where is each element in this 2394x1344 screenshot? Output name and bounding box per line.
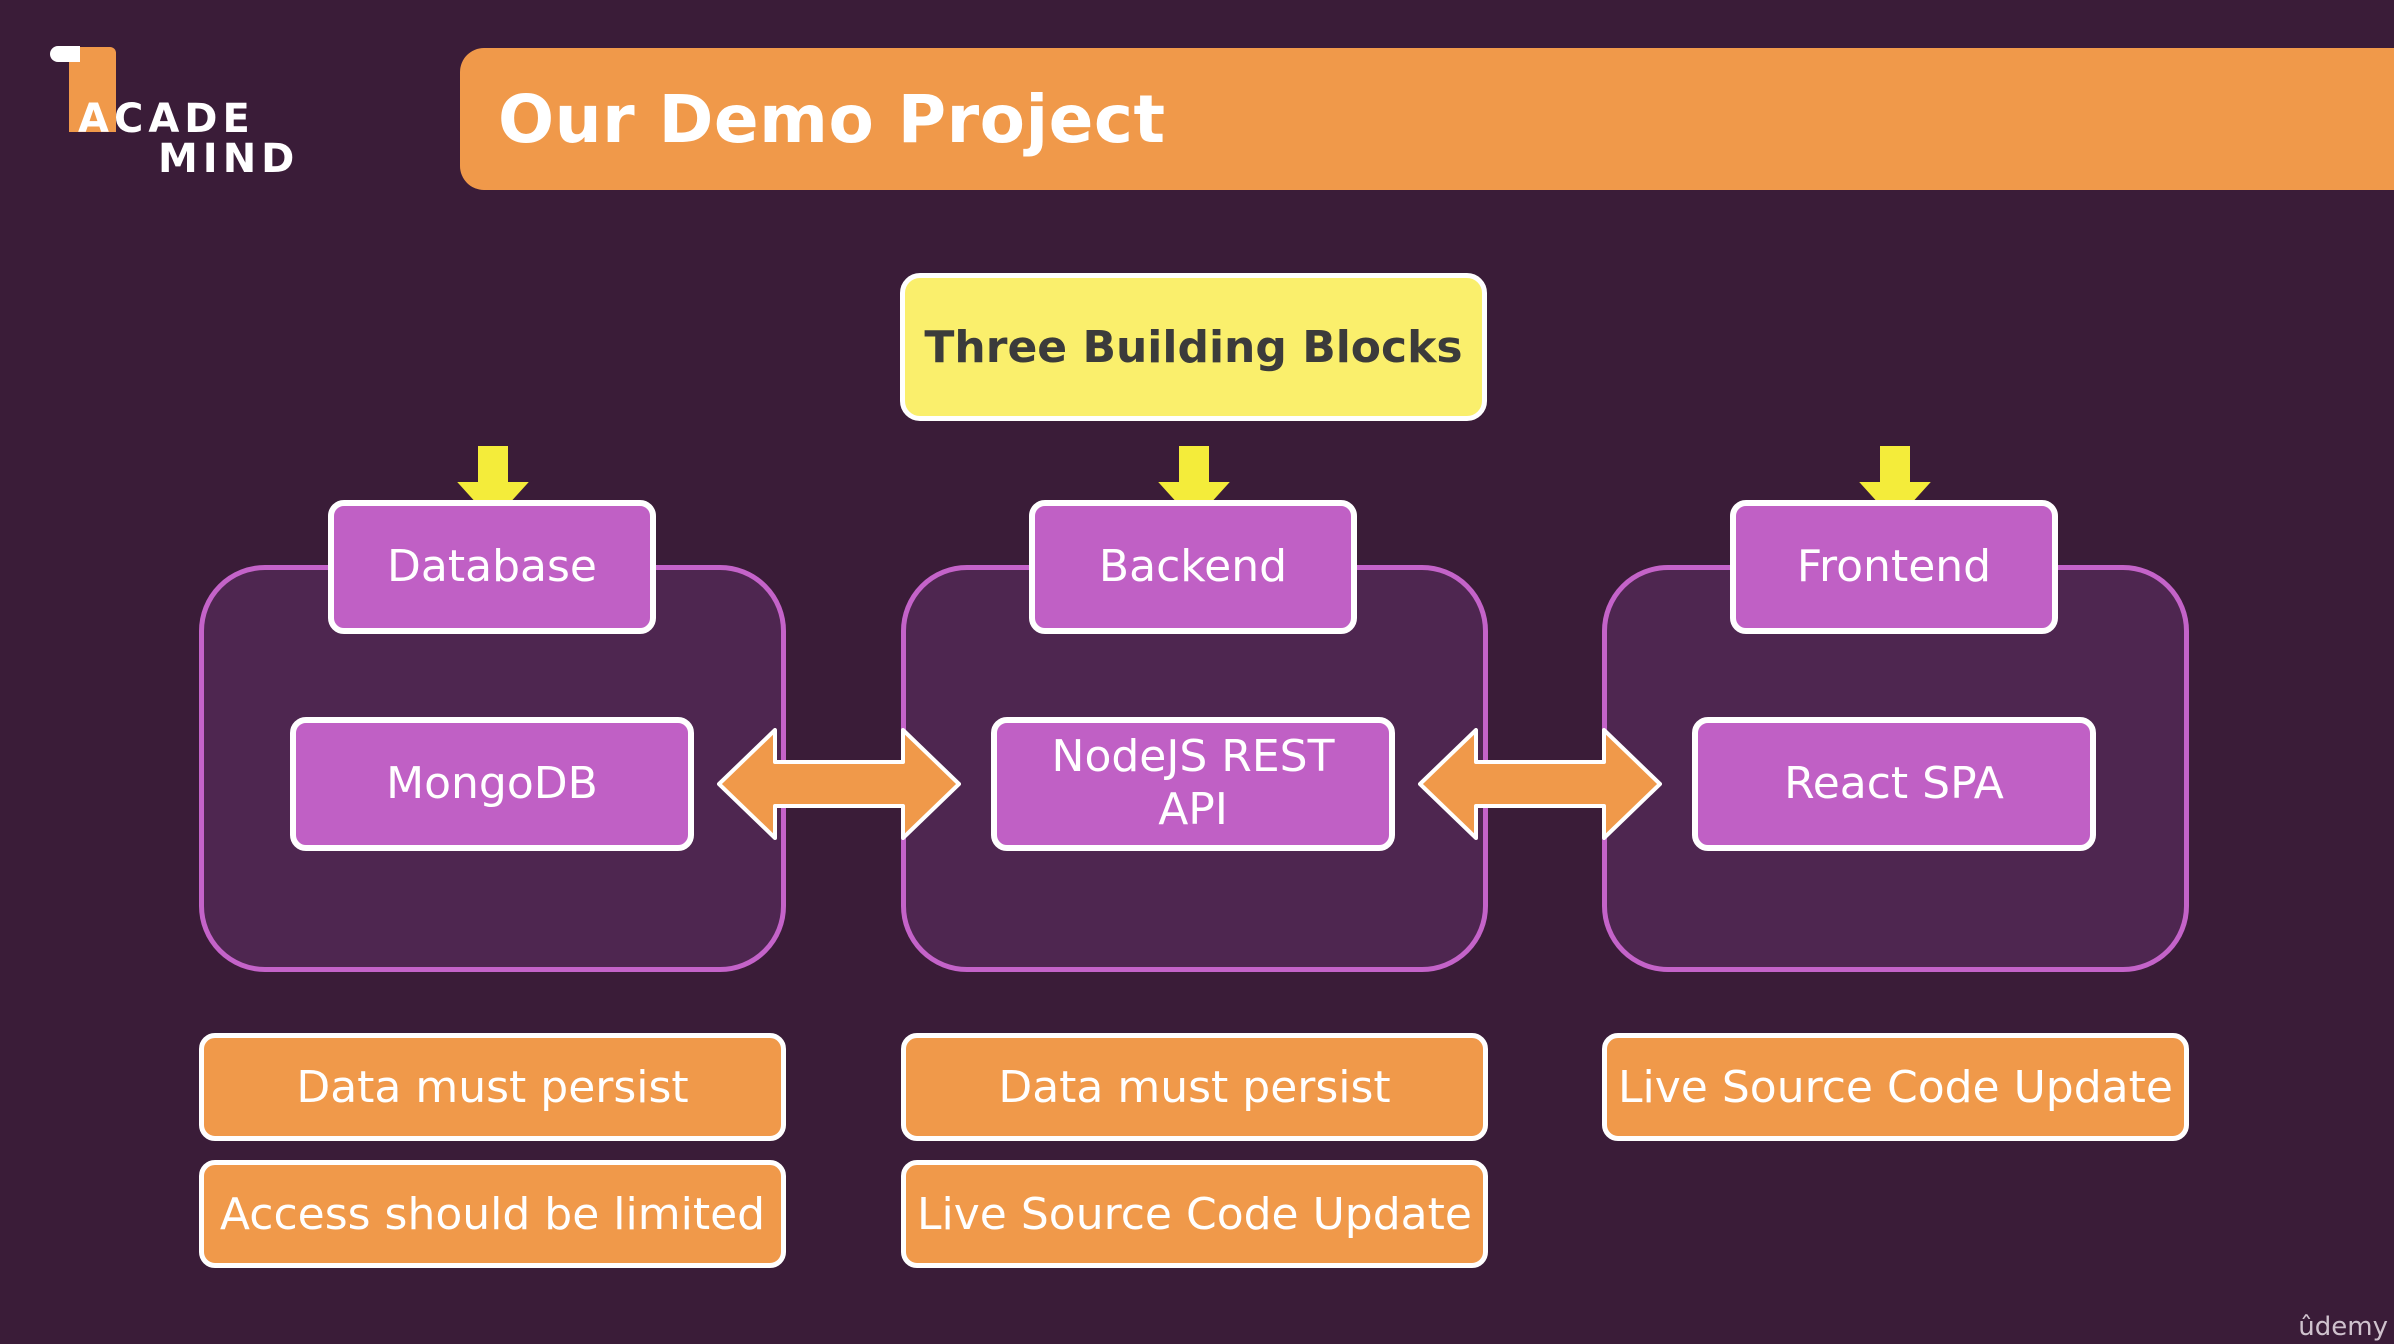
backend-label: Backend (1029, 500, 1357, 634)
backend-note: Data must persist (901, 1033, 1488, 1141)
frontend-label: Frontend (1730, 500, 2058, 634)
nodejs-rest-api-box: NodeJS REST API (991, 717, 1395, 851)
logo-text-line2: MIND (158, 136, 300, 182)
udemy-watermark: ûdemy (2298, 1312, 2388, 1342)
database-label: Database (328, 500, 656, 634)
database-note: Access should be limited (199, 1160, 786, 1268)
slide-title: Our Demo Project (498, 80, 1166, 158)
logo-text-line1: ACADE (78, 96, 255, 142)
bidirectional-arrow-icon (717, 728, 961, 840)
bidirectional-arrow-icon (1418, 728, 1662, 840)
database-note: Data must persist (199, 1033, 786, 1141)
building-blocks-box: Three Building Blocks (900, 273, 1487, 421)
logo-flag-tail-icon (50, 46, 80, 62)
react-spa-box: React SPA (1692, 717, 2096, 851)
frontend-note: Live Source Code Update (1602, 1033, 2189, 1141)
backend-note: Live Source Code Update (901, 1160, 1488, 1268)
academind-logo: ACADE MIND (44, 42, 294, 192)
mongodb-box: MongoDB (290, 717, 694, 851)
title-banner: Our Demo Project (460, 48, 2394, 190)
